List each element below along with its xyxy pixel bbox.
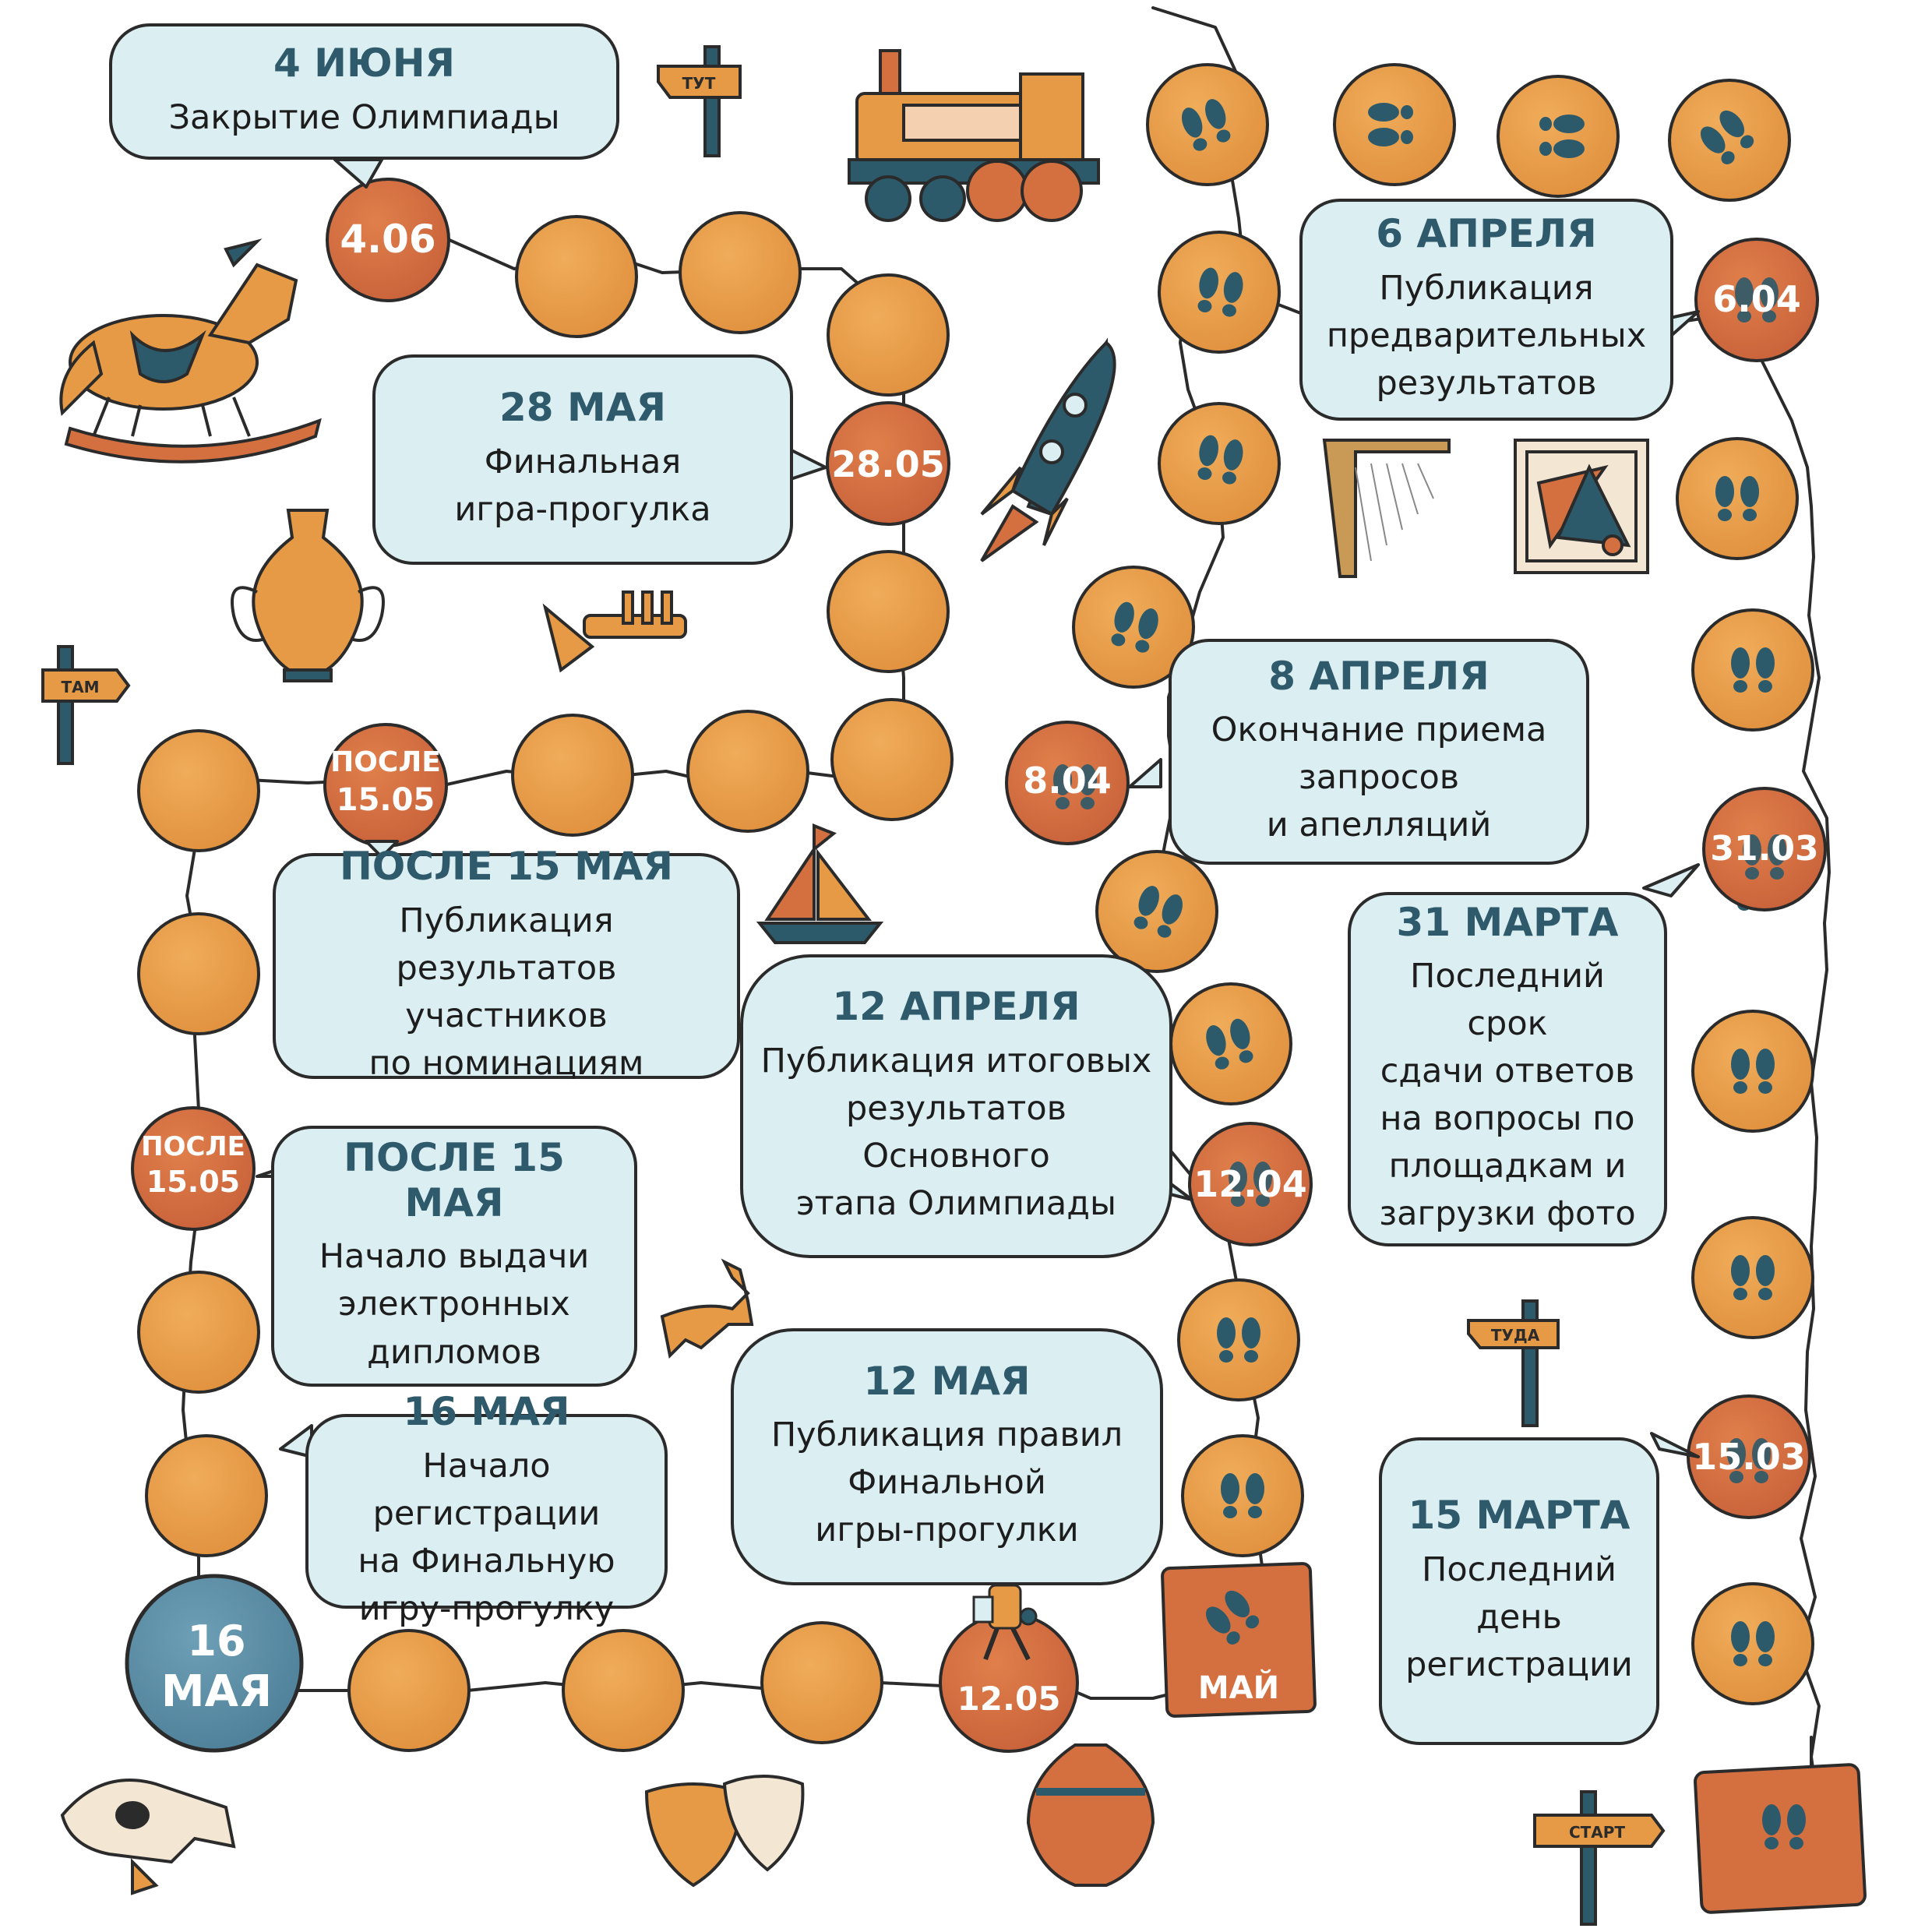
- bubble-text: Финальная игра-прогулка: [454, 442, 711, 529]
- node-12-04: [1188, 1122, 1313, 1246]
- bubble-text: Публикация правил Финальной игры-прогулк…: [770, 1416, 1123, 1550]
- node-label-28-05: 28.05: [831, 443, 945, 485]
- signpost-tam: ТАМ: [41, 645, 131, 765]
- path-nodes-plain: [137, 63, 1814, 1752]
- rocking-horse-icon: [59, 238, 322, 464]
- sign-tuda-text: ТУДА: [1491, 1326, 1540, 1345]
- signpost-tuda: ТУДА: [1467, 1299, 1560, 1427]
- signpost-tut: ТУТ: [657, 45, 742, 157]
- node-label-after-left-1: ПОСЛЕ: [141, 1131, 245, 1162]
- node-label-8-04: 8.04: [1023, 760, 1112, 802]
- bubble-title: 31 МАРТА: [1396, 899, 1619, 945]
- bubble-12-may: 12 МАЯ Публикация правил Финальной игры-…: [731, 1328, 1163, 1585]
- bubble-8-april: 8 АПРЕЛЯ Окончание приема запросов и апе…: [1169, 639, 1589, 865]
- node-label-after-top-1: ПОСЛЕ: [330, 746, 441, 778]
- bubble-12-april: 12 АПРЕЛЯ Публикация итоговых результато…: [740, 954, 1172, 1258]
- bubble-text: Публикация результатов участников по ном…: [368, 901, 644, 1083]
- path-nodes-dated: [131, 178, 1827, 1753]
- signpost-start: СТАРТ: [1533, 1790, 1666, 1926]
- node-28-05: [826, 401, 950, 526]
- bubble-text: Начало выдачи электронных дипломов: [319, 1237, 590, 1372]
- sign-tam-text: ТАМ: [61, 678, 99, 696]
- bubble-after-15-may-publication: ПОСЛЕ 15 МАЯ Публикация результатов учас…: [273, 844, 740, 1083]
- antelope-icon: [660, 1258, 754, 1359]
- steam-train-icon: [848, 49, 1100, 222]
- node-label-31-03: 31.03: [1710, 829, 1818, 869]
- skull-icon: [60, 1779, 236, 1895]
- bubble-text: Публикация предварительных результатов: [1326, 268, 1647, 403]
- abstract-painting-icon: [1514, 439, 1649, 574]
- bubble-text: Последний день регистрации: [1405, 1549, 1633, 1684]
- bubble-16-may: 16 МАЯ Начало регистрации на Финальную и…: [305, 1390, 668, 1628]
- node-label-12-04: 12.04: [1193, 1163, 1307, 1205]
- node-label-6-04: 6.04: [1712, 278, 1801, 320]
- bubble-title: 16 МАЯ: [403, 1389, 570, 1435]
- node-15-03: [1687, 1394, 1811, 1519]
- bubble-after-15-may-diplomas: ПОСЛЕ 15 МАЯ Начало выдачи электронных д…: [271, 1126, 637, 1387]
- bubble-title: 28 МАЯ: [499, 385, 666, 431]
- node-label-15-03: 15.03: [1692, 1436, 1806, 1478]
- bubble-title: 6 АПРЕЛЯ: [1376, 211, 1597, 257]
- bubble-title: 8 АПРЕЛЯ: [1268, 653, 1490, 699]
- node-label-4-06: 4.06: [340, 217, 435, 262]
- may-square-label: МАЙ: [1198, 1669, 1279, 1706]
- trumpet-icon: [542, 591, 687, 673]
- bubble-title: 12 АПРЕЛЯ: [832, 984, 1081, 1030]
- harp-icon: [1322, 439, 1451, 578]
- bubble-31-march: 31 МАРТА Последний срок сдачи ответов на…: [1348, 892, 1667, 1246]
- rocket-icon: [980, 337, 1116, 562]
- node-16-may: [125, 1574, 304, 1753]
- bubble-text: Начало регистрации на Финальную игру-про…: [358, 1446, 615, 1628]
- bubble-title: ПОСЛЕ 15 МАЯ: [339, 844, 674, 890]
- bubble-text: Последний срок сдачи ответов на вопросы …: [1379, 957, 1636, 1234]
- bubble-15-march: 15 МАРТА Последний день регистрации: [1379, 1437, 1659, 1745]
- bubble-title: 4 ИЮНЯ: [273, 41, 456, 86]
- sign-tut-text: ТУТ: [682, 74, 716, 93]
- bubble-6-april: 6 АПРЕЛЯ Публикация предварительных резу…: [1299, 199, 1673, 421]
- node-label-after-left-2: 15.05: [146, 1165, 240, 1199]
- theater-masks-icon: [644, 1775, 805, 1888]
- bubble-28-may: 28 МАЯ Финальная игра-прогулка: [372, 354, 793, 565]
- bubble-text: Публикация итоговых результатов Основног…: [760, 1041, 1152, 1223]
- node-4-06: [326, 178, 450, 302]
- bubble-title: 12 МАЯ: [863, 1358, 1031, 1404]
- vase-icon: [231, 509, 385, 682]
- node-6-04: [1694, 238, 1819, 362]
- node-after-15-05-left: [131, 1106, 256, 1231]
- bubble-text: Закрытие Олимпиады: [168, 97, 560, 137]
- jug-icon: [1026, 1743, 1155, 1887]
- node-label-16-may-1: 16: [187, 1616, 245, 1666]
- start-square: [1694, 1763, 1867, 1914]
- sailboat-icon: [756, 823, 884, 944]
- bubble-4-june: 4 ИЮНЯ Закрытие Олимпиады: [109, 23, 619, 160]
- sign-start-text: СТАРТ: [1569, 1823, 1625, 1842]
- bubble-text: Окончание приема запросов и апелляций: [1211, 710, 1547, 845]
- node-31-03: [1702, 787, 1827, 911]
- bubble-title: ПОСЛЕ 15 МАЯ: [344, 1135, 565, 1225]
- node-label-16-may-2: МАЯ: [161, 1666, 272, 1717]
- node-label-12-05: 12.05: [957, 1680, 1061, 1718]
- bubble-title: 15 МАРТА: [1408, 1493, 1631, 1539]
- node-label-after-top-2: 15.05: [337, 782, 435, 818]
